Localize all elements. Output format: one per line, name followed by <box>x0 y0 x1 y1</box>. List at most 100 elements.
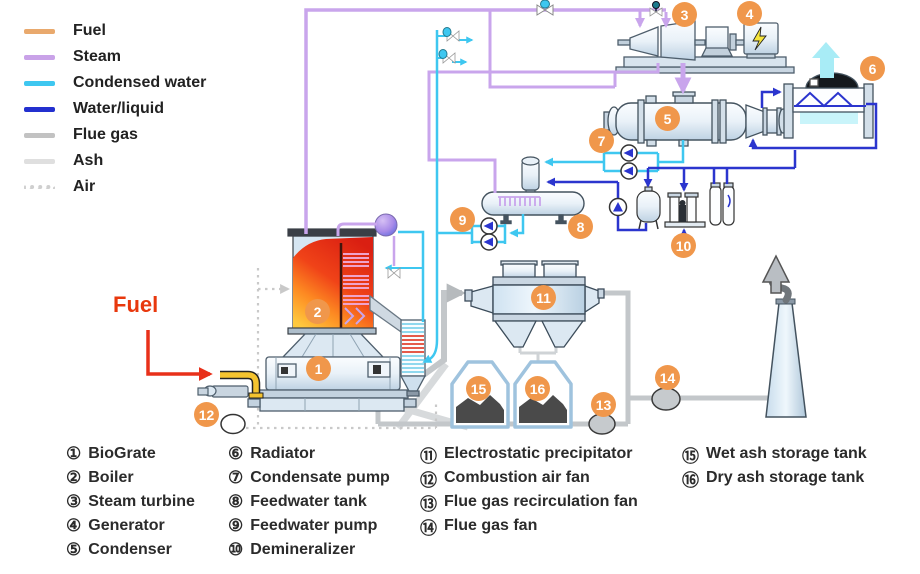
ash-line-swatch <box>24 158 55 164</box>
water-liquid-line-swatch <box>24 106 55 112</box>
badge-4-generator: 4 <box>737 1 762 26</box>
badge-7-condensate-pump: 7 <box>589 128 614 153</box>
steam-valve-main <box>536 0 554 16</box>
steam-drum <box>374 213 398 237</box>
item-name: Flue gas recirculation fan <box>444 493 638 510</box>
radiator-coil <box>794 91 866 108</box>
flue-gas-line-swatch <box>24 132 55 138</box>
legend-row-steam: Steam <box>24 44 206 70</box>
radiator <box>783 42 874 139</box>
item-name: Flue gas fan <box>444 517 538 534</box>
fuel-feeder <box>197 370 264 399</box>
boiler-unit <box>287 228 377 335</box>
legend-item-condensate-pump: ⑦ Condensate pump <box>228 466 390 490</box>
badge-11-precipitator: 11 <box>531 285 556 310</box>
legend-row-air: Air <box>24 174 206 200</box>
line-legend: Fuel Steam Condensed water Water/liquid … <box>24 18 206 200</box>
legend-row-flue-gas: Flue gas <box>24 122 206 148</box>
badge-5-condenser: 5 <box>655 106 680 131</box>
item-name: Generator <box>88 517 165 534</box>
legend-item-feedwater-pump: ⑨ Feedwater pump <box>228 514 390 538</box>
badge-10-demineralizer: 10 <box>671 233 696 258</box>
item-name: Electrostatic precipitator <box>444 445 633 462</box>
item-name: Demineralizer <box>250 541 356 558</box>
generator <box>743 22 779 59</box>
item-number: ⑮ <box>682 446 699 466</box>
item-name: Wet ash storage tank <box>706 445 867 462</box>
steam-line-swatch <box>24 54 55 60</box>
legend-row-condensed-water: Condensed water <box>24 70 206 96</box>
item-name: Steam turbine <box>88 493 195 510</box>
condensed-water-line-swatch <box>24 80 55 86</box>
legend-label: Air <box>73 178 96 195</box>
item-number: ⑯ <box>682 470 699 490</box>
legend-label: Ash <box>73 152 104 169</box>
flue-gas-recirculation-fan <box>588 413 616 435</box>
legend-label: Condensed water <box>73 74 207 91</box>
legend-item-feedwater-tank: ⑧ Feedwater tank <box>228 490 390 514</box>
legend-label: Water/liquid <box>73 100 164 117</box>
item-name: Feedwater tank <box>250 493 367 510</box>
condensate-pumps <box>620 144 638 180</box>
badge-15-wet-ash-tank: 15 <box>466 376 491 401</box>
condenser <box>603 91 788 147</box>
boiler-vent-valve <box>387 267 401 279</box>
combustion-air-fan <box>220 413 246 435</box>
item-name: Radiator <box>250 445 316 462</box>
legend-label: Flue gas <box>73 126 138 143</box>
item-number: ⑦ <box>228 468 244 487</box>
item-number: ③ <box>66 492 82 511</box>
item-name: Boiler <box>88 469 134 486</box>
item-number: ⑭ <box>420 518 437 538</box>
item-number: ⑤ <box>66 540 82 559</box>
badge-2-boiler: 2 <box>305 299 330 324</box>
badge-6-radiator: 6 <box>860 56 885 81</box>
legend-item-flue-gas-fan: ⑭ Flue gas fan <box>420 514 638 538</box>
item-name: Combustion air fan <box>444 469 590 486</box>
water-lines <box>546 87 878 240</box>
legend-label: Steam <box>73 48 122 65</box>
item-number: ⑧ <box>228 492 244 511</box>
item-number: ⑨ <box>228 516 244 535</box>
badge-1-biograte: 1 <box>306 356 331 381</box>
economizer <box>369 294 427 397</box>
item-number: ④ <box>66 516 82 535</box>
badge-14-flue-gas-fan: 14 <box>655 365 680 390</box>
item-name: Condensate pump <box>250 469 390 486</box>
flue-gas-fan <box>651 387 681 411</box>
legend-row-water-liquid: Water/liquid <box>24 96 206 122</box>
deaerator-column <box>521 156 540 196</box>
badge-13-recirculation-fan: 13 <box>591 392 616 417</box>
stack <box>761 254 807 418</box>
legend-item-recirculation-fan: ⑬ Flue gas recirculation fan <box>420 490 638 514</box>
legend-item-steam-turbine: ③ Steam turbine <box>66 490 195 514</box>
demineralizer-pump <box>608 197 628 217</box>
fuel-inflow-label: Fuel <box>113 292 159 317</box>
legend-row-fuel: Fuel <box>24 18 206 44</box>
item-name: Condenser <box>88 541 172 558</box>
item-number: ⑬ <box>420 494 437 514</box>
badge-8-feedwater-tank: 8 <box>568 214 593 239</box>
legend-item-boiler: ② Boiler <box>66 466 195 490</box>
demineralizer <box>636 182 735 230</box>
biograte-unit <box>247 333 417 412</box>
legend-item-wet-ash-tank: ⑮ Wet ash storage tank <box>682 442 867 466</box>
smoke-arrow <box>761 254 791 294</box>
steam-sparger <box>498 196 541 206</box>
fuel-line-swatch <box>24 28 55 34</box>
item-number: ② <box>66 468 82 487</box>
item-name: Feedwater pump <box>250 517 378 534</box>
item-name: BioGrate <box>88 445 156 462</box>
